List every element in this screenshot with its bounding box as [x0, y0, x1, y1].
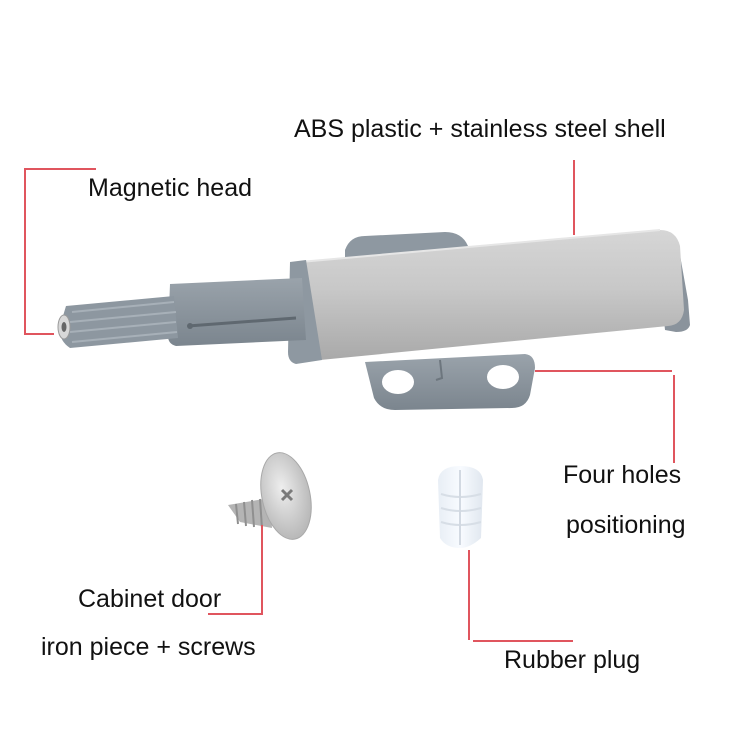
steel-shell	[300, 230, 684, 360]
leader-shell	[573, 160, 575, 235]
leader-plug-vert	[468, 550, 470, 640]
label-shell: ABS plastic + stainless steel shell	[294, 115, 666, 143]
label-rubber-plug: Rubber plug	[504, 646, 641, 674]
screw-part	[228, 452, 312, 540]
plunger-housing	[168, 278, 306, 346]
magnetic-head	[57, 296, 178, 348]
leader-magnetic-bottom	[24, 333, 54, 335]
leader-screw-horiz	[208, 613, 263, 615]
label-four-holes: Four holes	[563, 461, 682, 489]
leader-holes-vert	[673, 375, 675, 463]
leader-holes-horiz	[535, 370, 672, 372]
rubber-plug-part	[438, 466, 483, 548]
label-magnetic-head: Magnetic head	[88, 174, 253, 202]
label-positioning: positioning	[566, 511, 686, 539]
label-cabinet-door: Cabinet door	[78, 585, 222, 613]
leader-magnetic-top	[24, 168, 96, 170]
leader-magnetic-vert	[24, 168, 26, 335]
leader-plug-horiz	[473, 640, 573, 642]
label-iron-piece: iron piece + screws	[41, 633, 256, 661]
leader-screw-vert	[261, 525, 263, 615]
